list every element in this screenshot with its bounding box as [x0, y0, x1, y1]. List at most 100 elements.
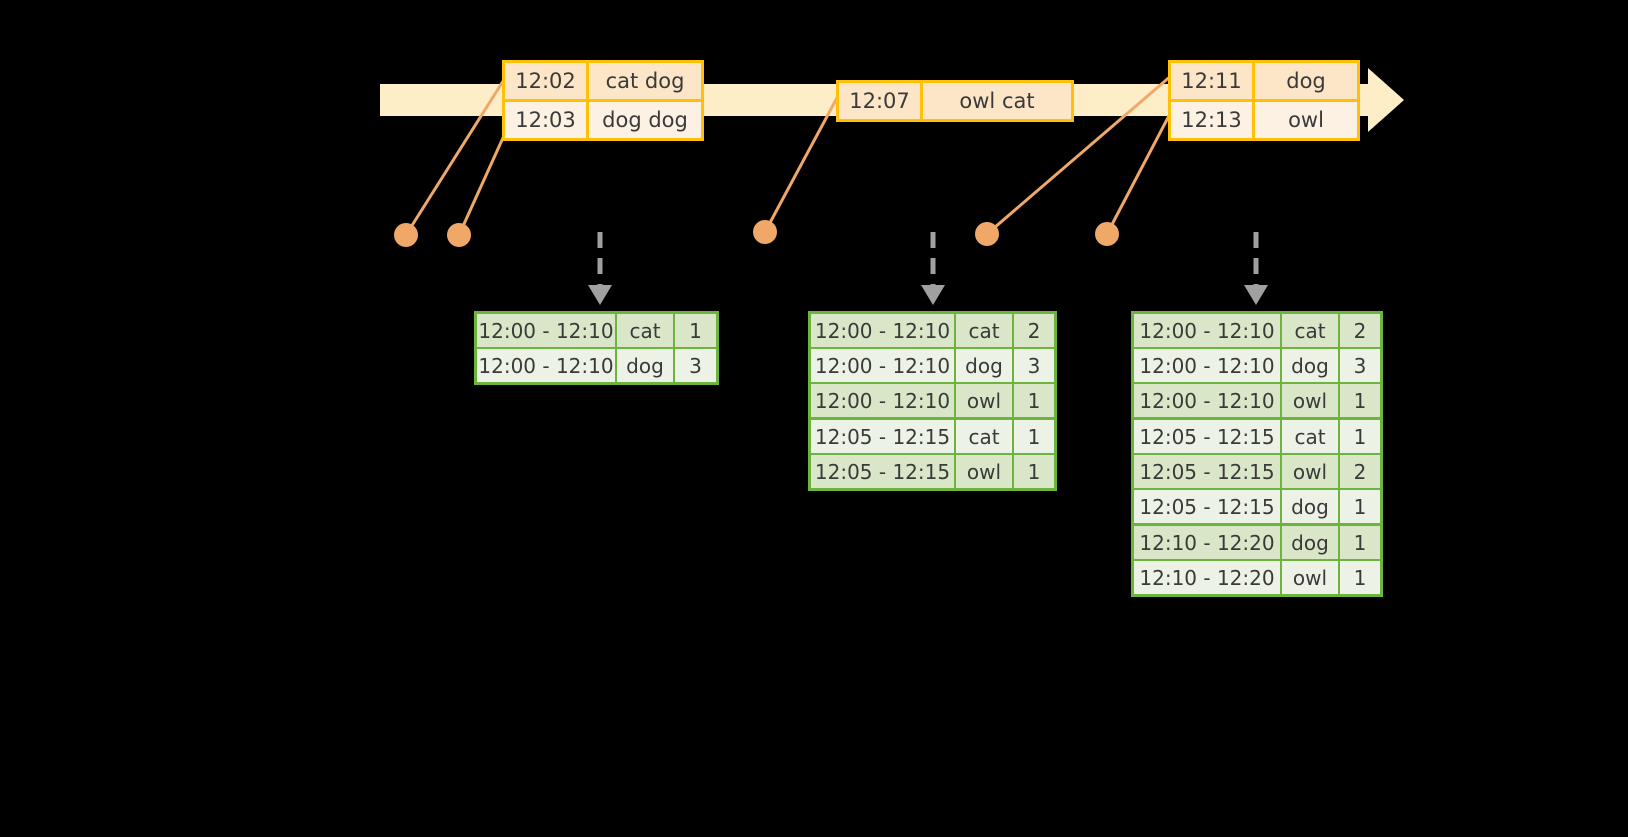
count-cell: 1 [1340, 384, 1380, 417]
event-marker-dot [1095, 222, 1119, 246]
event-marker-dot [394, 223, 418, 247]
event-marker-dot [447, 223, 471, 247]
window-cell: 12:00 - 12:10 [477, 314, 617, 347]
window-cell: 12:05 - 12:15 [811, 420, 956, 453]
count-cell: 2 [1014, 314, 1054, 347]
word-cell: cat [617, 314, 675, 347]
dashed-arrow-head-icon [1244, 285, 1268, 305]
event-time: 12:11 [1171, 63, 1255, 99]
window-cell: 12:05 - 12:15 [1134, 490, 1282, 523]
word-cell: dog [1282, 526, 1340, 559]
event-time: 12:03 [505, 102, 589, 138]
count-cell: 3 [1340, 349, 1380, 382]
event-words: dog [1255, 63, 1357, 99]
count-cell: 3 [675, 349, 716, 382]
window-cell: 12:00 - 12:10 [811, 349, 956, 382]
window-cell: 12:05 - 12:15 [1134, 420, 1282, 453]
word-cell: owl [956, 455, 1014, 488]
window-cell: 12:05 - 12:15 [811, 455, 956, 488]
marker-connector-line [404, 77, 507, 236]
event-words: owl [1255, 102, 1357, 138]
count-cell: 1 [1340, 561, 1380, 594]
word-cell: owl [1282, 455, 1340, 488]
count-cell: 2 [1340, 455, 1380, 488]
dashed-arrow-head-icon [921, 285, 945, 305]
word-cell: dog [1282, 349, 1340, 382]
word-cell: dog [617, 349, 675, 382]
window-cell: 12:00 - 12:10 [477, 349, 617, 382]
window-cell: 12:10 - 12:20 [1134, 526, 1282, 559]
word-cell: dog [956, 349, 1014, 382]
window-cell: 12:00 - 12:10 [811, 314, 956, 347]
count-cell: 1 [675, 314, 716, 347]
event-marker-dot [753, 220, 777, 244]
count-cell: 2 [1340, 314, 1380, 347]
event-words: owl cat [923, 83, 1071, 119]
word-cell: owl [956, 384, 1014, 417]
count-cell: 1 [1014, 420, 1054, 453]
word-cell: cat [956, 420, 1014, 453]
word-cell: cat [1282, 314, 1340, 347]
count-cell: 1 [1340, 490, 1380, 523]
count-cell: 1 [1340, 526, 1380, 559]
count-cell: 1 [1340, 420, 1380, 453]
count-cell: 1 [1014, 384, 1054, 417]
window-cell: 12:10 - 12:20 [1134, 561, 1282, 594]
marker-connector-line [986, 73, 1173, 236]
window-cell: 12:00 - 12:10 [1134, 384, 1282, 417]
word-cell: owl [1282, 384, 1340, 417]
event-time: 12:02 [505, 63, 589, 99]
count-cell: 1 [1014, 455, 1054, 488]
window-cell: 12:00 - 12:10 [811, 384, 956, 417]
window-cell: 12:05 - 12:15 [1134, 455, 1282, 488]
window-cell: 12:00 - 12:10 [1134, 349, 1282, 382]
word-cell: cat [956, 314, 1014, 347]
marker-connector-line [1105, 109, 1174, 235]
count-cell: 3 [1014, 349, 1054, 382]
word-cell: owl [1282, 561, 1340, 594]
timeline-arrowhead-icon [1368, 68, 1404, 132]
event-time: 12:07 [839, 83, 923, 119]
event-words: dog dog [589, 102, 701, 138]
event-words: cat dog [589, 63, 701, 99]
word-cell: dog [1282, 490, 1340, 523]
window-cell: 12:00 - 12:10 [1134, 314, 1282, 347]
event-time: 12:13 [1171, 102, 1255, 138]
event-marker-dot [975, 222, 999, 246]
marker-connector-line [763, 95, 840, 233]
